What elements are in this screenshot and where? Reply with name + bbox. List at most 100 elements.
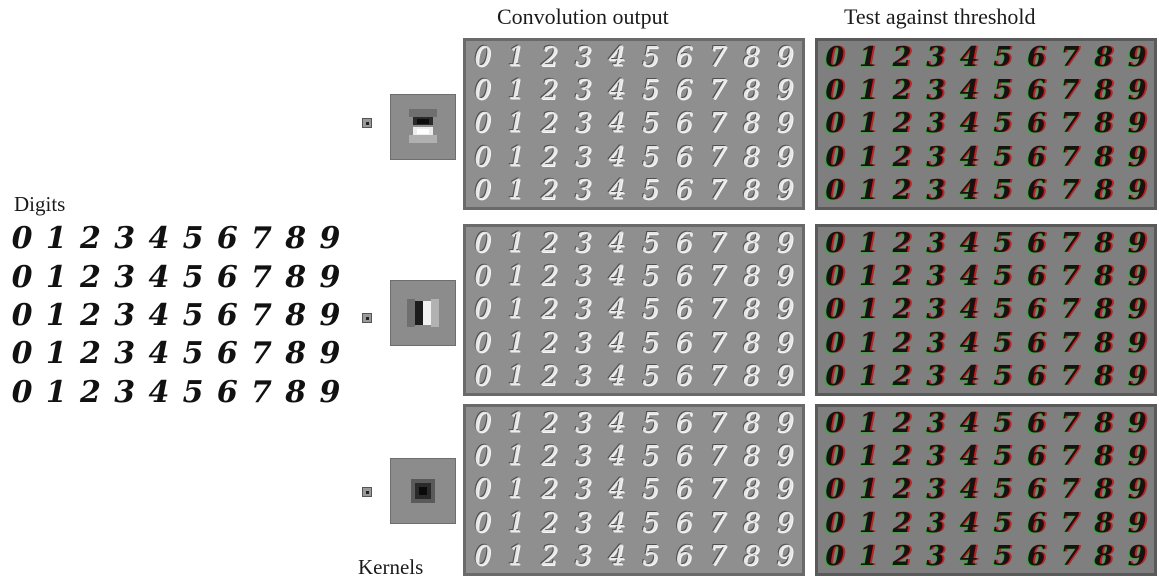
convolved-digit-cell: 8: [743, 261, 761, 293]
convolved-digit-cell: 3: [575, 327, 593, 359]
thresholded-digit-cell: 7: [1060, 174, 1080, 206]
thresholded-digit-cell: 3: [926, 174, 945, 206]
convolved-digit-cell: 0: [474, 408, 492, 440]
thresholded-digit-cell: 4: [959, 327, 979, 359]
digit-cell: 8: [285, 221, 307, 257]
thresholded-digit-cell: 7: [1060, 108, 1080, 140]
thresholded-digit-cell: 0: [825, 327, 845, 359]
thresholded-digit-cell: 5: [993, 108, 1013, 140]
digit-cell: 9: [319, 259, 341, 295]
thresholded-digit-cell: 8: [1094, 408, 1113, 440]
thresholded-digit-cell: 6: [1026, 174, 1046, 206]
convolved-digit-cell: 9: [776, 141, 794, 173]
kernel-1-small-thumbnail: [362, 118, 372, 128]
convolved-digit-cell: 0: [474, 228, 492, 260]
convolved-digit-cell: 7: [709, 228, 727, 260]
digit-cell: 7: [251, 374, 272, 410]
thresholded-digit-cell: 5: [993, 474, 1013, 506]
convolved-digit-cell: 9: [776, 174, 794, 206]
thresholded-digit-cell: 6: [1026, 108, 1046, 140]
convolved-digit-cell: 8: [743, 441, 761, 473]
convolved-digit-cell: 8: [743, 174, 761, 206]
digit-cell: 8: [285, 374, 307, 410]
convolved-digit-cell: 5: [642, 408, 660, 440]
convolved-digit-cell: 9: [776, 474, 794, 506]
convolved-digit-cell: 8: [743, 540, 761, 572]
convolved-digit-cell: 4: [608, 408, 626, 440]
thresholded-digit-cell: 3: [926, 228, 945, 260]
thresholded-digit-cell: 2: [892, 540, 912, 572]
convolved-digit-cell: 9: [776, 441, 794, 473]
convolved-digit-cell: 4: [608, 540, 626, 572]
convolved-digit-cell: 7: [709, 507, 727, 539]
convolved-digit-cell: 6: [675, 540, 693, 572]
digit-cell: 8: [285, 336, 307, 372]
digit-cell: 2: [80, 374, 101, 410]
convolved-digit-cell: 7: [709, 108, 727, 140]
digit-cell: 4: [148, 336, 170, 372]
convolved-digit-cell: 9: [776, 261, 794, 293]
thresholded-digit-cell: 5: [993, 75, 1013, 107]
convolved-digit-cell: 2: [541, 294, 559, 326]
thresholded-digit-cell: 1: [858, 540, 878, 572]
convolved-digit-cell: 8: [743, 228, 761, 260]
thresholded-digit-cell: 4: [959, 360, 979, 392]
convolved-digit-cell: 6: [675, 441, 693, 473]
convolved-digit-cell: 8: [743, 108, 761, 140]
thresholded-digit-cell: 9: [1127, 507, 1147, 539]
convolved-digit-cell: 3: [575, 261, 593, 293]
thresholded-digit-cell: 8: [1094, 441, 1113, 473]
thresholded-digit-cell: 9: [1127, 174, 1147, 206]
thresholded-digit-cell: 3: [926, 261, 945, 293]
thresholded-digit-cell: 1: [858, 141, 878, 173]
thresholded-digit-cell: 7: [1060, 228, 1080, 260]
thresholded-digit-cell: 7: [1060, 360, 1080, 392]
thresholded-digit-cell: 4: [959, 261, 979, 293]
thresholded-digit-cell: 8: [1094, 327, 1113, 359]
thresholded-digit-cell: 7: [1060, 441, 1080, 473]
convolved-digit-cell: 6: [675, 294, 693, 326]
thresholded-digit-cell: 0: [825, 174, 845, 206]
thresholded-digit-cell: 0: [825, 474, 845, 506]
thresholded-digit-cell: 6: [1026, 75, 1046, 107]
thresholded-digit-cell: 9: [1127, 42, 1147, 74]
convolved-digit-cell: 5: [642, 441, 660, 473]
digit-cell: 9: [319, 336, 341, 372]
digit-cell: 9: [319, 297, 341, 333]
convolved-digit-cell: 5: [642, 327, 660, 359]
thresholded-digit-cell: 5: [993, 327, 1013, 359]
thresholded-digit-cell: 9: [1127, 75, 1147, 107]
digit-cell: 5: [182, 297, 204, 333]
digit-cell: 8: [285, 297, 307, 333]
convolved-digit-cell: 7: [709, 360, 727, 392]
digit-cell: 1: [45, 221, 67, 257]
digit-cell: 7: [251, 336, 272, 372]
convolved-digit-cell: 3: [575, 42, 593, 74]
digit-cell: 0: [11, 336, 33, 372]
thresholded-digit-cell: 2: [892, 75, 912, 107]
thresholded-digit-cell: 6: [1026, 42, 1046, 74]
convolved-digit-cell: 2: [541, 75, 559, 107]
kernel-3-small-thumbnail: [362, 487, 372, 497]
convolved-digit-cell: 4: [608, 474, 626, 506]
digit-cell: 1: [45, 297, 67, 333]
convolved-digit-cell: 0: [474, 540, 492, 572]
convolved-digit-cell: 9: [776, 108, 794, 140]
convolved-digit-cell: 7: [709, 141, 727, 173]
thresholded-digit-cell: 7: [1060, 474, 1080, 506]
thresholded-digit-cell: 2: [892, 108, 912, 140]
digit-cell: 5: [182, 374, 204, 410]
convolved-digit-cell: 8: [743, 408, 761, 440]
digit-cell: 3: [114, 221, 136, 257]
digit-cell: 5: [182, 259, 204, 295]
convolved-digit-cell: 8: [743, 360, 761, 392]
thresholded-digit-cell: 0: [825, 108, 845, 140]
convolved-digit-cell: 4: [608, 228, 626, 260]
convolved-digit-cell: 4: [608, 261, 626, 293]
thresholded-digit-cell: 0: [825, 228, 845, 260]
convolved-digit-cell: 1: [507, 42, 525, 74]
